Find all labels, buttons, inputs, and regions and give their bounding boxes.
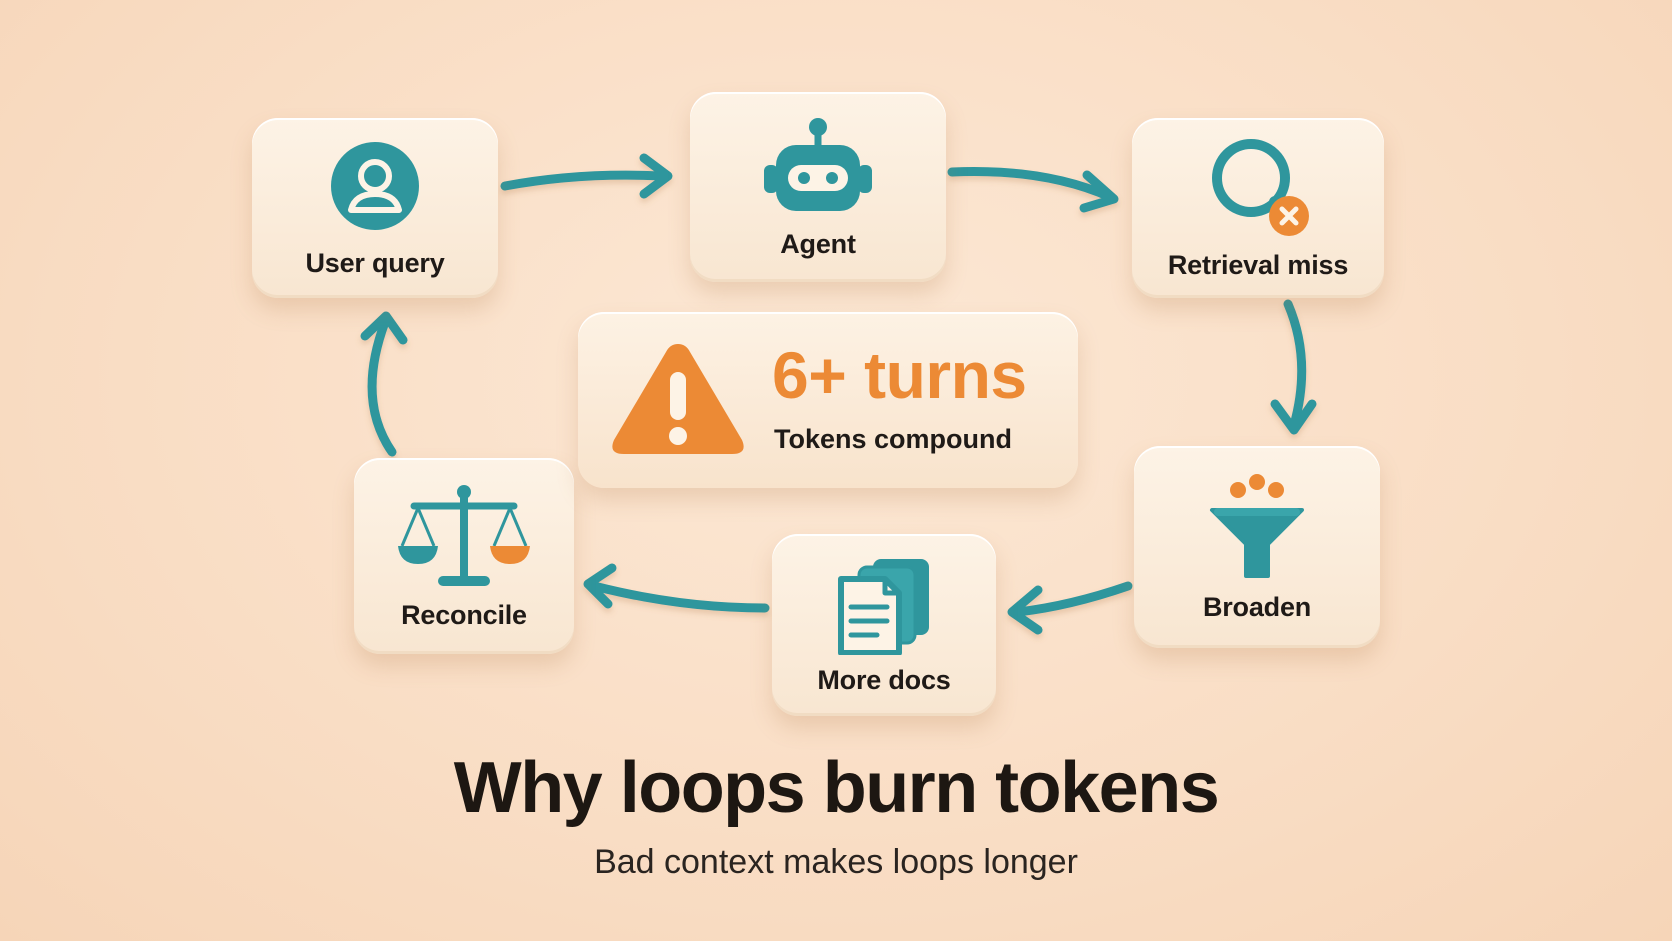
arrow-docs-to-reconcile	[589, 581, 770, 613]
node-agent: Agent	[690, 92, 946, 282]
balance-scale-icon	[396, 482, 532, 592]
node-label: Agent	[780, 228, 856, 259]
center-callout: 6+ turns Tokens compound	[578, 312, 1078, 488]
node-label: Broaden	[1202, 591, 1312, 622]
warning-icon	[608, 336, 748, 467]
arrow-broaden-to-docs	[1013, 581, 1133, 617]
funnel-icon	[1202, 472, 1312, 584]
user-icon	[327, 138, 423, 234]
search-miss-icon	[1203, 136, 1313, 236]
page-subtitle: Bad context makes loops longer	[594, 843, 1078, 881]
node-label: User query	[305, 247, 445, 278]
tokens-caption: Tokens compound	[774, 424, 1013, 454]
turns-count: 6+ turns	[772, 338, 1027, 412]
robot-icon	[758, 115, 878, 215]
node-label: More docs	[817, 664, 951, 695]
node-label: Retrieval miss	[1167, 249, 1349, 280]
node-label: Reconcile	[401, 599, 527, 630]
arrow-agent-to-retrieval	[947, 167, 1115, 202]
node-reconcile: Reconcile	[354, 458, 574, 654]
page-title: Why loops burn tokens	[453, 748, 1220, 828]
documents-icon	[829, 555, 939, 655]
node-more-docs: More docs	[772, 534, 996, 716]
arrow-user-to-agent	[500, 170, 667, 191]
node-retrieval-miss: Retrieval miss	[1132, 118, 1384, 298]
arrow-retrieval-to-broaden	[1283, 299, 1307, 430]
node-broaden: Broaden	[1134, 446, 1380, 648]
node-user-query: User query	[252, 118, 498, 298]
arrow-reconcile-to-user	[367, 317, 397, 457]
